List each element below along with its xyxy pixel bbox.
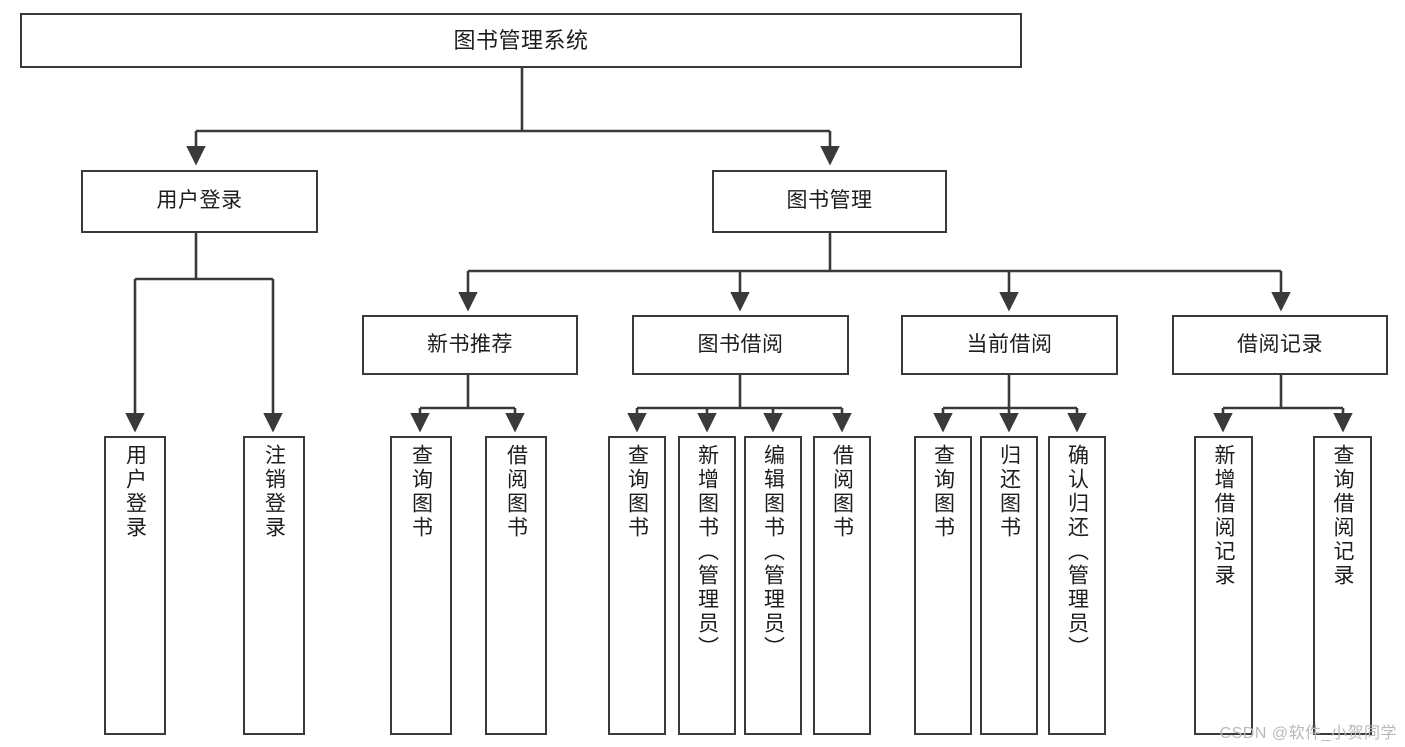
- leaf-label: 确认归还（管理员）: [1065, 444, 1089, 660]
- leaf-label: 查询图书: [625, 444, 649, 540]
- leaf-label: 查询借阅记录: [1331, 444, 1354, 588]
- node-current-borrow[interactable]: 当前借阅: [901, 315, 1118, 375]
- node-label: 新书推荐: [427, 332, 513, 356]
- leaf-logout[interactable]: 注销登录: [243, 436, 305, 735]
- leaf-label: 注销登录: [262, 444, 286, 540]
- leaf-query-book-new[interactable]: 查询图书: [390, 436, 452, 735]
- leaf-label: 查询图书: [409, 444, 433, 540]
- leaf-label: 编辑图书（管理员）: [761, 444, 785, 660]
- leaf-label: 借阅图书: [504, 444, 528, 540]
- node-label: 借阅记录: [1237, 332, 1323, 356]
- node-label: 用户登录: [156, 189, 243, 213]
- leaf-label: 用户登录: [123, 444, 147, 540]
- leaf-query-book-borrow[interactable]: 查询图书: [608, 436, 666, 735]
- node-label: 图书管理: [786, 189, 873, 213]
- leaf-add-book-admin[interactable]: 新增图书（管理员）: [678, 436, 736, 735]
- node-label: 图书借阅: [697, 332, 784, 356]
- node-label: 当前借阅: [966, 332, 1053, 356]
- leaf-query-book-current[interactable]: 查询图书: [914, 436, 972, 735]
- leaf-query-borrow-record[interactable]: 查询借阅记录: [1313, 436, 1372, 735]
- leaf-add-borrow-record[interactable]: 新增借阅记录: [1194, 436, 1253, 735]
- leaf-borrow-book-new[interactable]: 借阅图书: [485, 436, 547, 735]
- leaf-label: 查询图书: [931, 444, 955, 540]
- leaf-label: 新增借阅记录: [1212, 444, 1235, 588]
- leaf-return-book[interactable]: 归还图书: [980, 436, 1038, 735]
- leaf-user-login[interactable]: 用户登录: [104, 436, 166, 735]
- leaf-label: 借阅图书: [830, 444, 854, 540]
- node-label: 图书管理系统: [453, 27, 589, 53]
- leaf-edit-book-admin[interactable]: 编辑图书（管理员）: [744, 436, 802, 735]
- node-book-management[interactable]: 图书管理: [712, 170, 947, 233]
- node-root-system[interactable]: 图书管理系统: [20, 13, 1022, 68]
- leaf-borrow-book[interactable]: 借阅图书: [813, 436, 871, 735]
- watermark-text: CSDN @软件_小贺同学: [1219, 725, 1397, 742]
- node-new-book-recommend[interactable]: 新书推荐: [362, 315, 578, 375]
- leaf-label: 新增图书（管理员）: [695, 444, 719, 660]
- leaf-confirm-return-admin[interactable]: 确认归还（管理员）: [1048, 436, 1106, 735]
- node-borrow-record[interactable]: 借阅记录: [1172, 315, 1388, 375]
- node-user-login[interactable]: 用户登录: [81, 170, 318, 233]
- node-book-borrow[interactable]: 图书借阅: [632, 315, 849, 375]
- leaf-label: 归还图书: [997, 444, 1021, 540]
